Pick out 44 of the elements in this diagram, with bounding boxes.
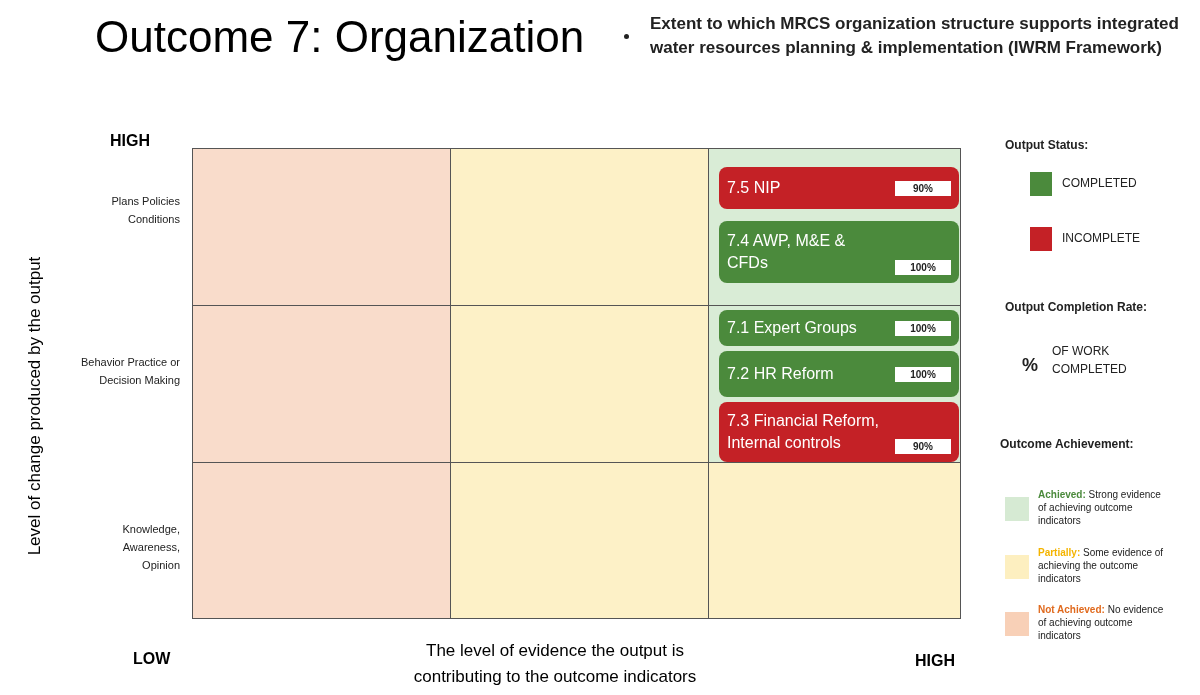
output-name: 7.1 Expert Groups xyxy=(727,318,857,338)
grid-cell xyxy=(450,305,709,463)
percent-tag: 100% xyxy=(895,260,951,275)
axis-title: The level of evidence the output is contributing to the outcome indicators xyxy=(412,640,698,688)
legend-text: Partially: Some evidence of achieving the outcome indicators xyxy=(1038,546,1165,585)
row-label: Plans Policies Conditions xyxy=(110,194,180,227)
output-name: 7.5 NIP xyxy=(727,178,781,198)
output-box xyxy=(719,167,959,209)
row-label: Knowledge, Awareness, Opinion xyxy=(121,522,180,573)
grid-cell xyxy=(708,462,961,619)
legend-heading: Output Status: xyxy=(1005,138,1089,152)
axis-end-label: HIGH xyxy=(915,652,955,670)
percent-tag: 90% xyxy=(895,180,951,196)
axis-end-label: HIGH xyxy=(110,132,150,150)
legend-text: OF WORK COMPLETED xyxy=(1052,343,1128,378)
percent-tag: 100% xyxy=(895,320,951,336)
legend-text: INCOMPLETE xyxy=(1062,231,1140,245)
percent-symbol: % xyxy=(1022,355,1038,376)
title: Outcome 7: Organization xyxy=(95,12,585,62)
legend-heading: Output Completion Rate: xyxy=(1005,299,1148,316)
legend-text: Achieved: Strong evidence of achieving outcome indicators xyxy=(1038,488,1162,527)
output-box xyxy=(719,310,959,346)
legend-heading: Outcome Achievement: xyxy=(1000,437,1134,451)
legend-text: Not Achieved: No evidence of achieving outcome indicators xyxy=(1038,603,1165,642)
grid-cell xyxy=(192,305,451,463)
grid-cell xyxy=(708,148,961,306)
output-box xyxy=(719,351,959,397)
grid-cell xyxy=(192,462,451,619)
percent-tag: 100% xyxy=(895,366,951,382)
grid-cell xyxy=(450,148,709,306)
description-text: Extent to which MRCS organization structure supports integrated water resources planning & implementation (IWRM Framework) xyxy=(650,13,1180,59)
percent-tag: 90% xyxy=(895,439,951,454)
output-name: 7.2 HR Reform xyxy=(727,364,834,384)
legend-text: COMPLETED xyxy=(1062,176,1137,190)
axis-end-label: LOW xyxy=(133,650,171,668)
axis-title: Level of change produced by the output xyxy=(24,255,45,558)
output-box xyxy=(719,221,959,283)
output-name: 7.3 Financial Reform, Internal controls xyxy=(727,411,881,453)
output-name: 7.4 AWP, M&E & CFDs xyxy=(727,231,847,273)
grid-cell xyxy=(450,462,709,619)
grid-cell xyxy=(192,148,451,306)
row-label: Behavior Practice or Decision Making xyxy=(79,355,180,388)
output-box xyxy=(719,402,959,462)
grid-cell xyxy=(708,305,961,463)
